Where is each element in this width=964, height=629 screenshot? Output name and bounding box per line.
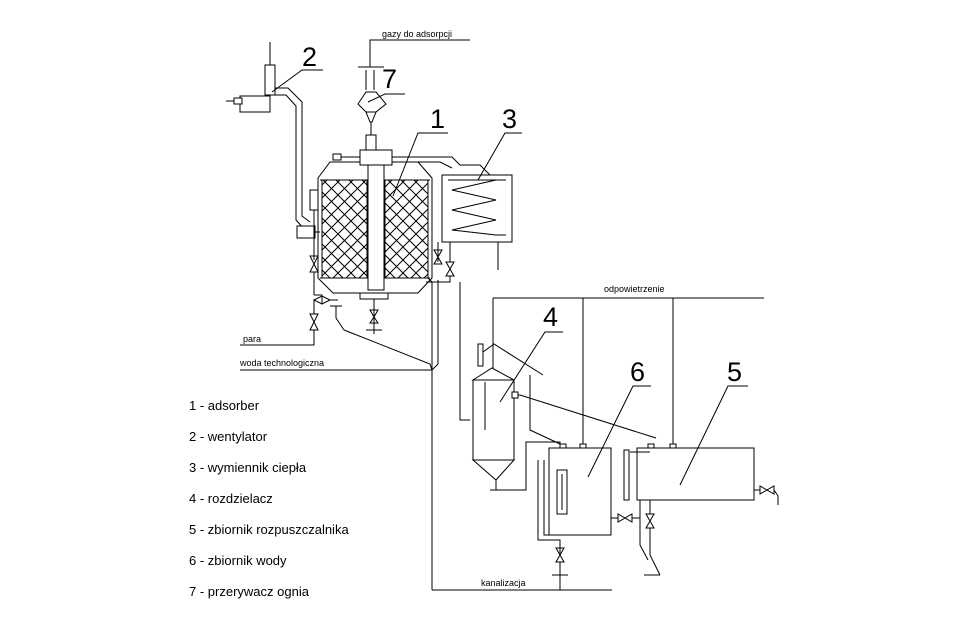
- legend-item-6: 6 - zbiornik wody: [189, 553, 287, 568]
- label-woda: woda technologiczna: [239, 358, 324, 368]
- solvent-tank: [611, 298, 779, 576]
- legend-item-5: 5 - zbiornik rozpuszczalnika: [189, 522, 349, 537]
- heat-exchanger: [400, 156, 513, 590]
- label-gazy: gazy do adsorpcji: [382, 29, 452, 39]
- number-1: 1: [430, 104, 445, 134]
- label-kanalizacja: kanalizacja: [481, 578, 526, 588]
- flame-arrester: [357, 39, 470, 151]
- number-6: 6: [630, 357, 645, 387]
- adsorber: [317, 149, 433, 305]
- legend-item-3: 3 - wymiennik ciepła: [189, 460, 307, 475]
- callout-1: 1: [392, 104, 448, 197]
- callout-7: 7: [367, 64, 405, 103]
- legend-item-7: 7 - przerywacz ognia: [189, 584, 309, 599]
- number-7: 7: [382, 64, 397, 94]
- separator: [471, 297, 764, 491]
- callout-5: 5: [679, 357, 748, 486]
- adsorber-left-piping: [240, 189, 439, 371]
- callout-2: 2: [271, 42, 323, 93]
- legend-item-4: 4 - rozdzielacz: [189, 491, 273, 506]
- legend: 1 - adsorber 2 - wentylator 3 - wymienni…: [189, 398, 349, 615]
- legend-item-1: 1 - adsorber: [189, 398, 260, 413]
- legend-item-2: 2 - wentylator: [189, 429, 268, 444]
- number-4: 4: [543, 302, 558, 332]
- label-para: para: [243, 334, 261, 344]
- label-odpowietrzenie: odpowietrzenie: [604, 284, 665, 294]
- water-tank: [529, 298, 612, 590]
- number-5: 5: [727, 357, 742, 387]
- callout-4: 4: [499, 302, 563, 403]
- callout-6: 6: [587, 357, 651, 478]
- fan: [226, 42, 320, 239]
- number-2: 2: [302, 42, 317, 72]
- callout-3: 3: [477, 104, 522, 181]
- number-3: 3: [502, 104, 517, 134]
